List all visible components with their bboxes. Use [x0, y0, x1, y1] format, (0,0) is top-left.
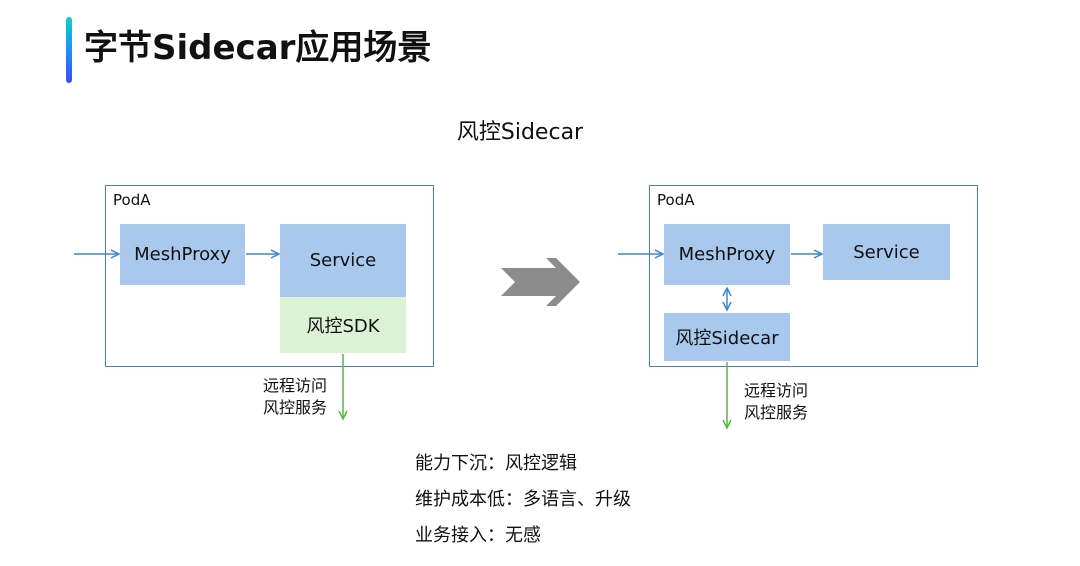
- left-remote-note-line-1: 远程访问: [263, 376, 328, 395]
- benefit-item: 业务接入：无感: [415, 525, 541, 546]
- diagram-subtitle: 风控Sidecar: [456, 120, 584, 145]
- right-remote-note-line-2: 风控服务: [744, 403, 809, 422]
- left-sdk-box: 风控SDK: [280, 297, 406, 353]
- right-pod-container: [649, 185, 978, 367]
- right-meshproxy-box: MeshProxy: [664, 224, 790, 285]
- left-meshproxy-box: MeshProxy: [120, 224, 245, 285]
- benefit-list: 能力下沉：风控逻辑 维护成本低：多语言、升级 业务接入：无感: [415, 451, 631, 559]
- transition-arrow: [501, 258, 580, 306]
- left-service-box: Service: [280, 224, 406, 297]
- left-remote-note-line-2: 风控服务: [263, 398, 328, 417]
- left-pod-label: PodA: [113, 191, 151, 209]
- left-pod-container: [105, 185, 434, 367]
- benefit-item: 维护成本低：多语言、升级: [415, 489, 631, 510]
- benefit-item: 能力下沉：风控逻辑: [415, 453, 577, 474]
- page-title: 字节Sidecar应用场景: [84, 28, 432, 68]
- right-sidecar-box: 风控Sidecar: [664, 313, 790, 361]
- right-remote-note-line-1: 远程访问: [744, 381, 809, 400]
- right-service-box: Service: [823, 224, 950, 280]
- title-accent-bar: [66, 17, 72, 83]
- right-pod-label: PodA: [657, 191, 695, 209]
